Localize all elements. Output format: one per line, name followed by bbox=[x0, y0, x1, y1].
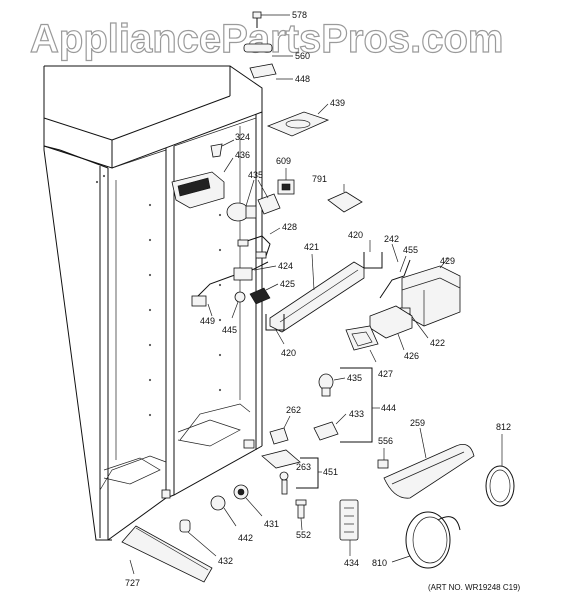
light-assembly-444: 444 435 433 bbox=[313, 367, 396, 443]
clip-420-lower: 420 bbox=[265, 314, 296, 358]
dispenser-switch-609: 609 bbox=[276, 156, 295, 195]
screw-578 bbox=[252, 11, 262, 19]
part-label-428: 428 bbox=[282, 222, 297, 232]
part-label-426: 426 bbox=[404, 351, 419, 361]
watermark: AppliancePartsPros.com bbox=[30, 17, 504, 61]
dispenser-control-group: 242 455 429 422 426 427 bbox=[345, 234, 461, 379]
part-label-420-lower: 420 bbox=[281, 348, 296, 358]
part-label-433: 433 bbox=[349, 409, 364, 419]
part-label-455: 455 bbox=[403, 245, 418, 255]
part-label-436: 436 bbox=[235, 150, 250, 160]
part-label-259: 259 bbox=[410, 418, 425, 428]
top-hinge-parts: 578 560 448 bbox=[243, 10, 310, 84]
refrigerator-cabinet bbox=[43, 65, 263, 541]
bracket-262: 262 bbox=[269, 405, 301, 445]
cover-259: 556 259 bbox=[377, 418, 475, 499]
tubing-810: 810 bbox=[372, 511, 461, 569]
part-label-609: 609 bbox=[276, 156, 291, 166]
part-label-434: 434 bbox=[344, 558, 359, 568]
part-label-324: 324 bbox=[235, 132, 250, 142]
hinge-assembly-451: 263 451 552 bbox=[261, 449, 338, 540]
part-label-424: 424 bbox=[278, 261, 293, 271]
clip-420-upper: 420 bbox=[348, 230, 383, 269]
light-housing-436: 324 436 bbox=[171, 132, 250, 209]
part-label-431: 431 bbox=[264, 519, 279, 529]
part-label-242: 242 bbox=[384, 234, 399, 244]
part-label-429: 429 bbox=[440, 256, 455, 266]
part-label-552: 552 bbox=[296, 530, 311, 540]
part-label-727: 727 bbox=[125, 578, 140, 588]
filter-434: 434 bbox=[339, 499, 359, 568]
part-label-791: 791 bbox=[312, 174, 327, 184]
part-label-578: 578 bbox=[292, 10, 307, 20]
light-cover-439: 439 bbox=[266, 98, 345, 137]
part-label-812: 812 bbox=[496, 422, 511, 432]
part-label-263: 263 bbox=[296, 462, 311, 472]
part-label-810: 810 bbox=[372, 558, 387, 568]
hinge-pin-560 bbox=[243, 43, 273, 53]
part-label-445: 445 bbox=[222, 325, 237, 335]
part-label-444: 444 bbox=[381, 403, 396, 413]
wire-harness-428: 428 bbox=[237, 222, 297, 259]
grille-parts: 431 442 432 727 bbox=[121, 484, 279, 588]
part-label-435-lower: 435 bbox=[347, 373, 362, 383]
part-label-442: 442 bbox=[238, 533, 253, 543]
part-label-556: 556 bbox=[378, 436, 393, 446]
part-label-422: 422 bbox=[430, 338, 445, 348]
part-label-439: 439 bbox=[330, 98, 345, 108]
part-label-262: 262 bbox=[286, 405, 301, 415]
control-housing-421: 421 bbox=[269, 242, 365, 333]
shelf-support-holes bbox=[95, 174, 222, 417]
part-label-560: 560 bbox=[295, 51, 310, 61]
pad-791: 791 bbox=[312, 174, 363, 213]
part-label-421: 421 bbox=[304, 242, 319, 252]
ring-812: 812 bbox=[485, 422, 515, 507]
part-label-432: 432 bbox=[218, 556, 233, 566]
hinge-bracket-448 bbox=[249, 63, 277, 79]
part-label-435-upper: 435 bbox=[248, 170, 263, 180]
part-label-451: 451 bbox=[323, 467, 338, 477]
part-label-449: 449 bbox=[200, 316, 215, 326]
thermostat-assembly: 424 449 445 425 bbox=[191, 261, 295, 335]
part-label-427: 427 bbox=[378, 369, 393, 379]
art-number: (ART NO. WR19248 C19) bbox=[428, 583, 521, 592]
light-bulb-socket-435: 435 bbox=[226, 170, 281, 222]
part-label-448: 448 bbox=[295, 74, 310, 84]
part-label-420-upper: 420 bbox=[348, 230, 363, 240]
part-label-425: 425 bbox=[280, 279, 295, 289]
